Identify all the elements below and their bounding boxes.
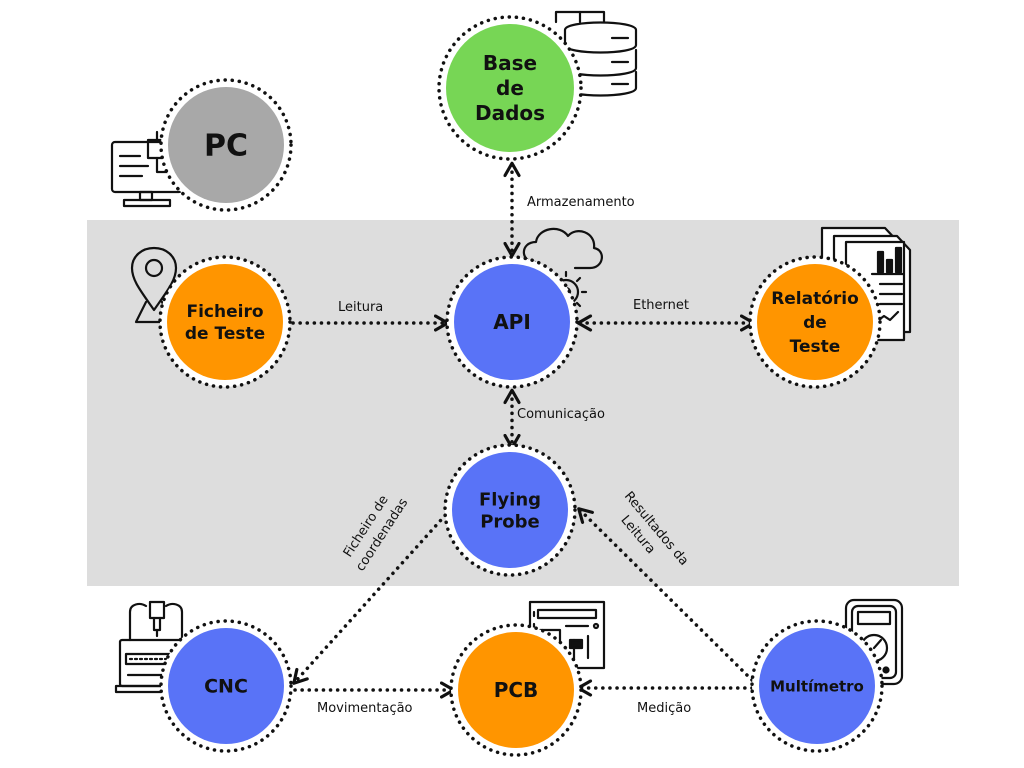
node-label-line: de Teste	[185, 324, 265, 344]
node-fill	[168, 628, 284, 744]
node-fill	[454, 264, 570, 380]
node-multimetro: Multímetro	[750, 619, 884, 753]
node-pc: PC	[159, 78, 293, 212]
label-comunicacao: Comunicação	[517, 407, 605, 422]
node-label-line: de	[803, 313, 827, 333]
edge-resultados-leitura	[577, 507, 754, 682]
node-label-line: de	[496, 76, 524, 100]
node-fill	[446, 24, 574, 152]
node-label-line: Multímetro	[770, 677, 864, 695]
node-pcb: PCB	[449, 623, 583, 757]
node-label-line: CNC	[204, 676, 248, 698]
label-leitura: Leitura	[338, 300, 383, 315]
node-label-line: Ficheiro	[186, 302, 263, 322]
node-label-line: Probe	[480, 511, 540, 532]
node-cnc: CNC	[159, 619, 293, 753]
node-label-line: Flying	[479, 489, 541, 510]
label-movimentacao: Movimentação	[317, 701, 413, 716]
edge-ficheiro-coordenadas	[292, 508, 452, 685]
label-ethernet: Ethernet	[633, 298, 689, 313]
node-label-line: Teste	[790, 337, 841, 357]
node-label-line: Relatório	[771, 289, 859, 309]
node-fill	[168, 87, 284, 203]
node-label-line: PCB	[494, 678, 539, 702]
node-fill	[452, 452, 568, 568]
label-medicao: Medição	[637, 701, 691, 716]
node-fill	[167, 264, 283, 380]
node-api: API	[445, 255, 579, 389]
node-label-line: Dados	[475, 101, 545, 125]
node-fill	[759, 628, 875, 744]
node-fill	[458, 632, 574, 748]
label-armazenamento: Armazenamento	[527, 195, 635, 210]
node-fill	[757, 264, 873, 380]
node-label-line: API	[493, 310, 531, 334]
node-label-line: Base	[483, 51, 537, 75]
node-label-line: PC	[204, 129, 248, 164]
